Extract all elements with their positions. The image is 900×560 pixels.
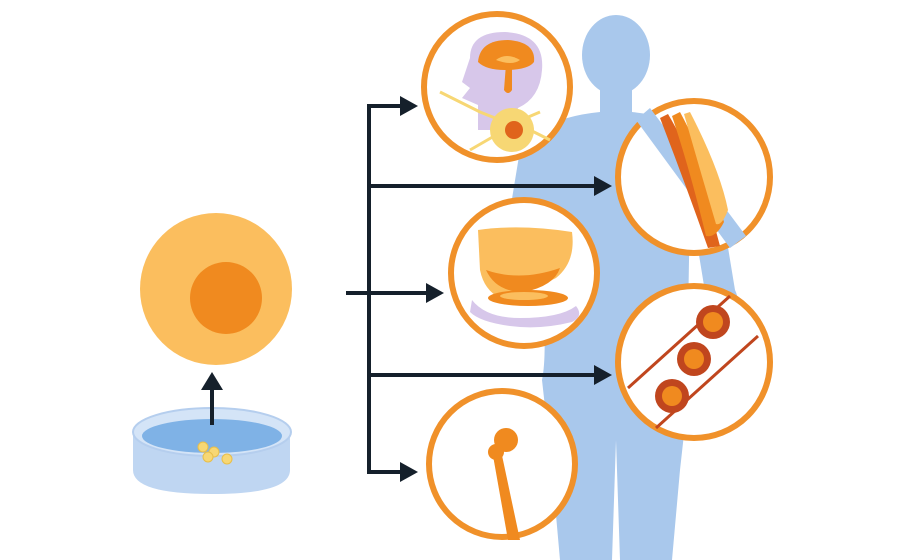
arrow-dish-to-cell [201, 372, 223, 425]
target-brain-neuron [421, 11, 573, 163]
muscle-icon [636, 108, 746, 248]
stem-cell-colony-icon [197, 441, 233, 465]
petri-dish-icon [132, 407, 292, 494]
liver-pancreas-icon [470, 227, 580, 328]
blood-cells-icon [626, 294, 760, 430]
target-liver-pancreas [448, 197, 600, 349]
target-muscle [615, 98, 773, 256]
brain-neuron-icon [439, 32, 551, 152]
target-bone [426, 388, 578, 540]
stem-cell-icon [140, 213, 292, 365]
target-blood-cells [615, 283, 773, 441]
bone-icon [488, 428, 520, 540]
differentiation-arrows [346, 96, 612, 482]
